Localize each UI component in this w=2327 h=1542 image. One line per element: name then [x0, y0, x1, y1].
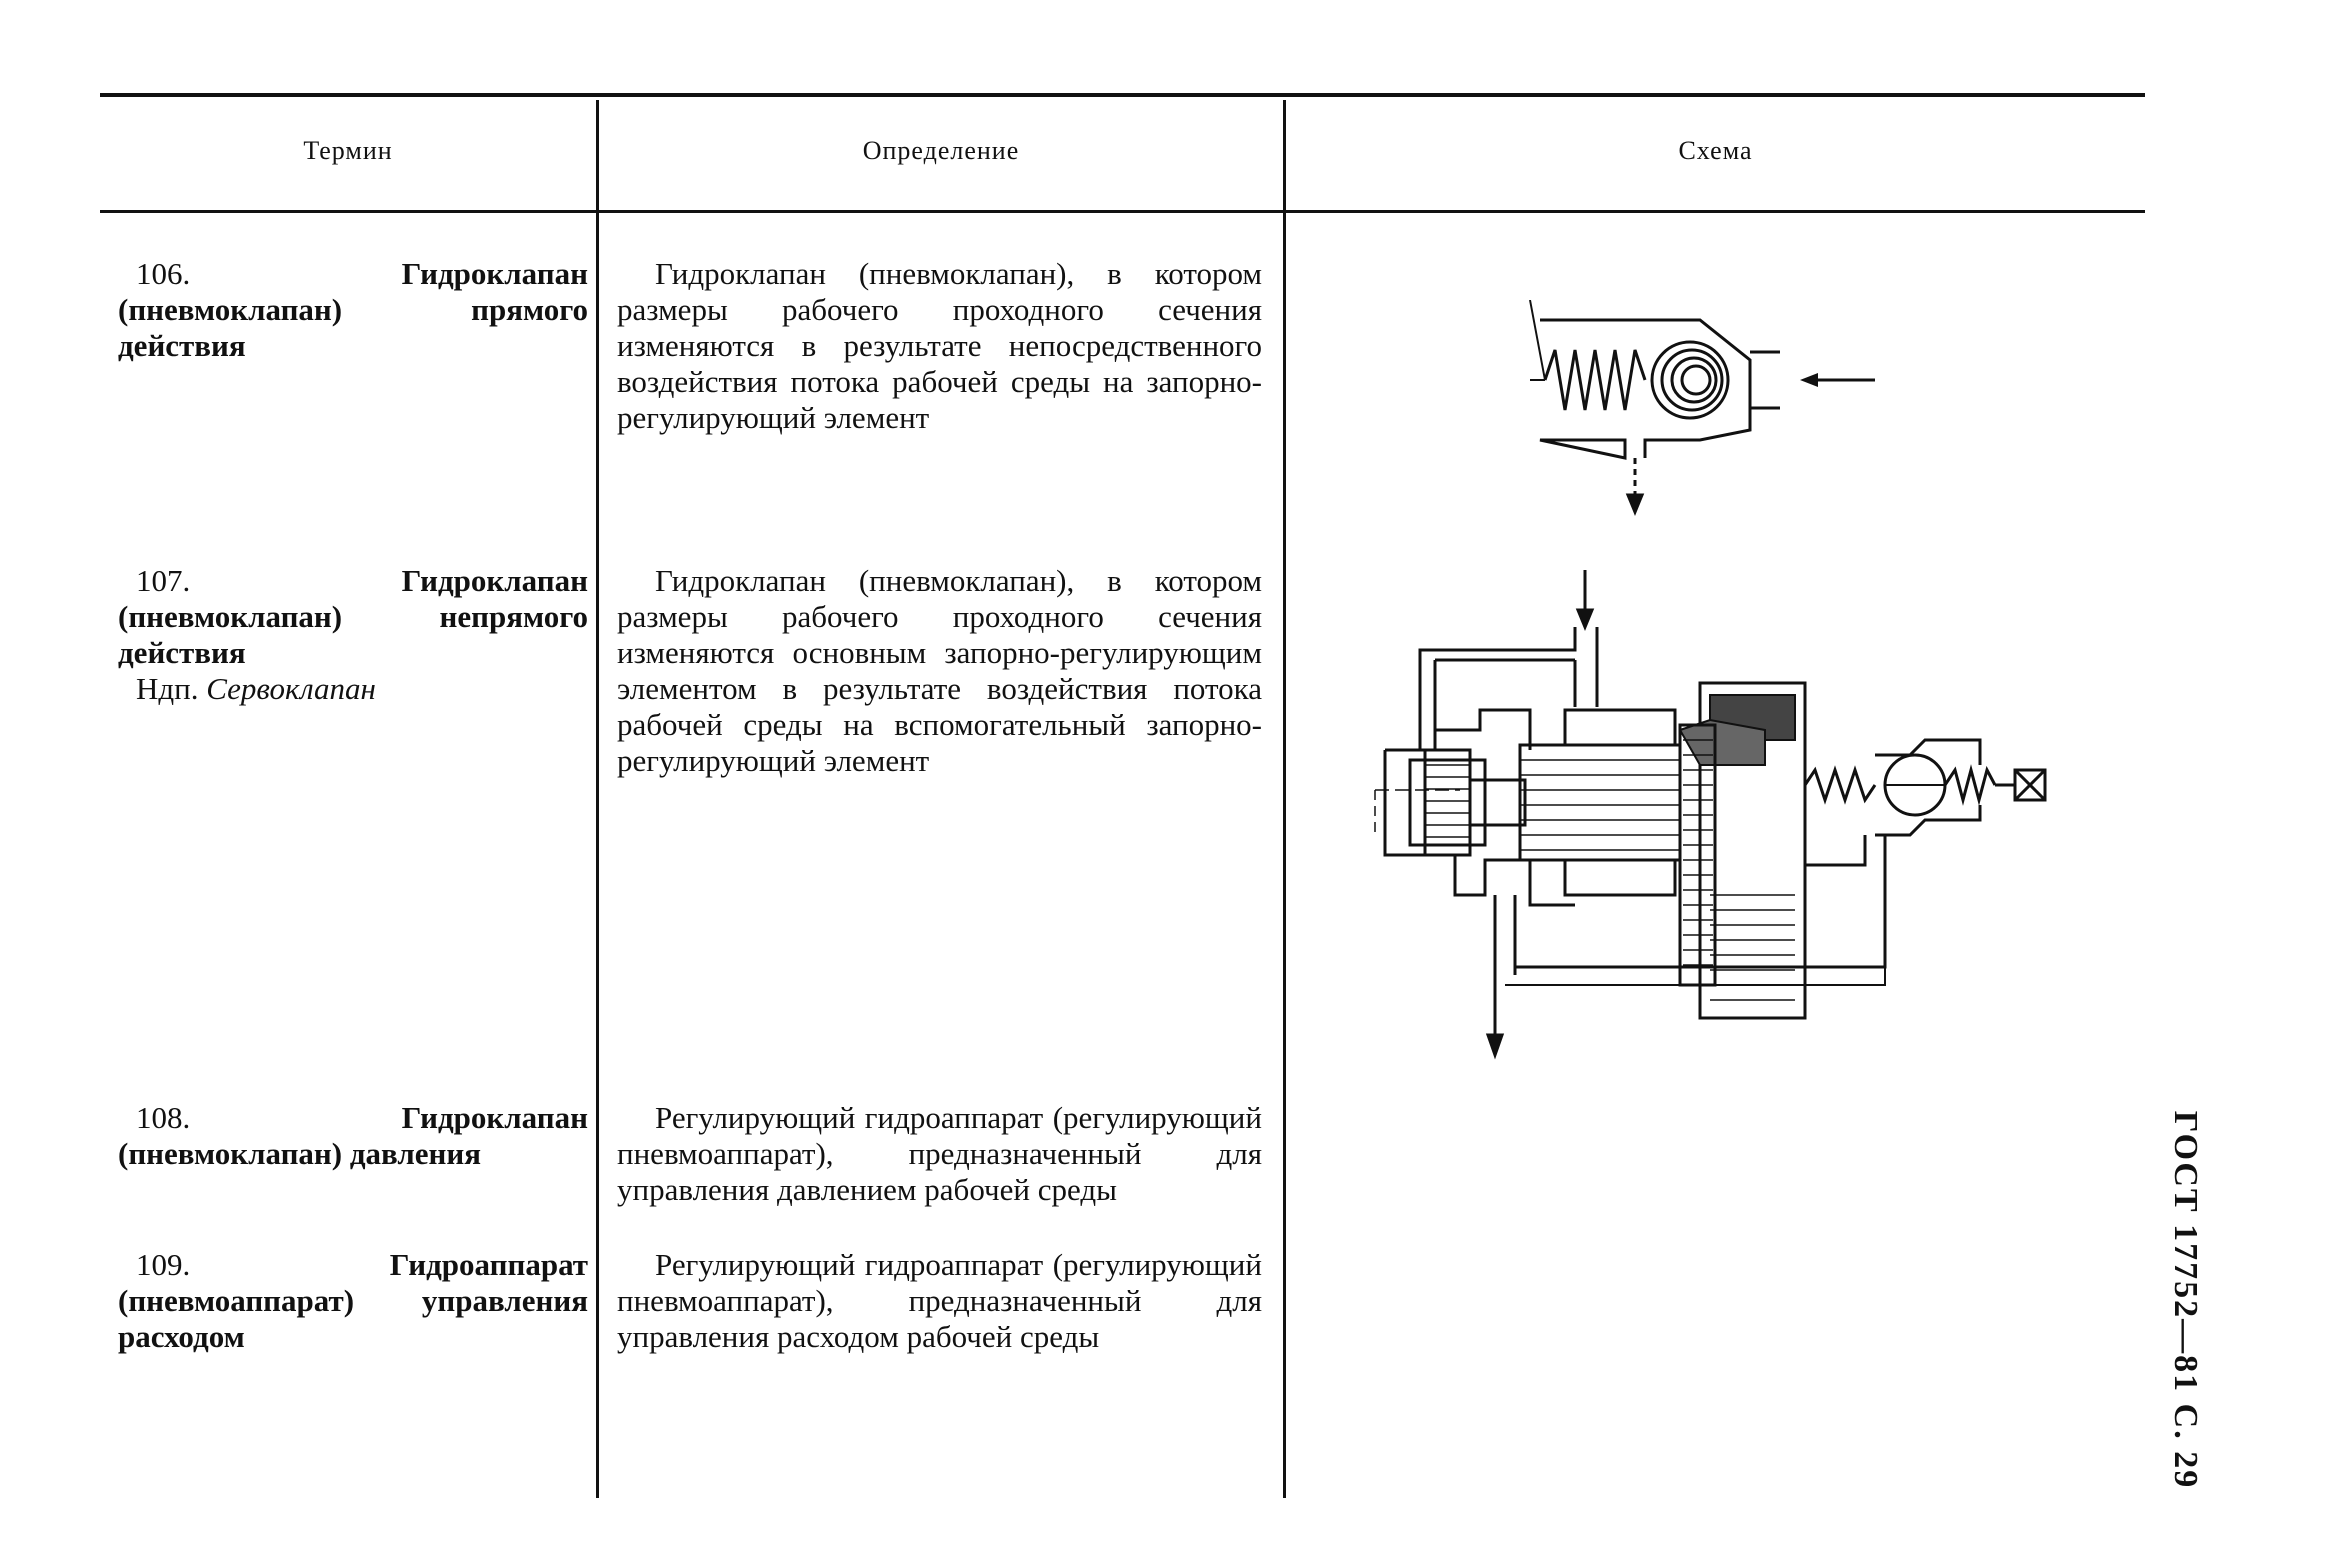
definition-108: Регулирующий гидроаппарат (регулирующий …	[617, 1100, 1262, 1207]
scheme-106-direct-valve	[1529, 300, 1780, 516]
term-number: 106.	[136, 256, 191, 291]
column-divider-1	[596, 100, 599, 1498]
page-label-text: ГОСТ 17752—81 С. 29	[2167, 1110, 2204, 1490]
term-title: Гидроклапан (пневмоклапан) непрямого дей…	[118, 563, 588, 670]
definition-106: Гидроклапан (пневмоклапан), в котором ра…	[617, 256, 1262, 435]
definition-107: Гидроклапан (пневмоклапан), в котором ра…	[617, 563, 1262, 778]
term-number: 108.	[136, 1100, 191, 1135]
header-term: Термин	[303, 136, 393, 165]
term-109: 109. Гидроаппарат (пневмоаппарат) управл…	[118, 1247, 588, 1355]
term-number: 109.	[136, 1247, 191, 1282]
deprecated-prefix: Ндп.	[136, 671, 199, 706]
header-bottom-rule	[100, 210, 2145, 213]
scheme-106-inlet-arrow	[1800, 373, 1875, 387]
term-107: 107. Гидроклапан (пневмоклапан) непрямог…	[118, 563, 588, 707]
term-106: 106. Гидроклапан (пневмоклапан) прямого …	[118, 256, 588, 364]
scheme-107-servo-valve	[1374, 570, 2047, 1060]
term-108: 108. Гидроклапан (пневмоклапан) давления	[118, 1100, 588, 1172]
header-definition: Определение	[862, 136, 1020, 165]
page-label: ГОСТ 17752—81 С. 29	[2155, 1110, 2215, 1490]
column-divider-2	[1283, 100, 1286, 1498]
deprecated-term-note: Ндп. Сервоклапан	[118, 671, 588, 707]
definition-109: Регулирующий гидроаппарат (регулирующий …	[617, 1247, 1262, 1354]
table-top-rule	[100, 93, 2145, 97]
deprecated-term: Сервоклапан	[206, 671, 376, 706]
term-number: 107.	[136, 563, 191, 598]
term-title: Гидроклапан (пневмоклапан) давления	[118, 1100, 588, 1171]
term-title: Гидроаппарат (пневмоаппарат) управления …	[118, 1247, 588, 1354]
header-scheme: Схема	[1678, 136, 1753, 165]
term-title: Гидроклапан (пневмоклапан) прямого дейст…	[118, 256, 588, 363]
